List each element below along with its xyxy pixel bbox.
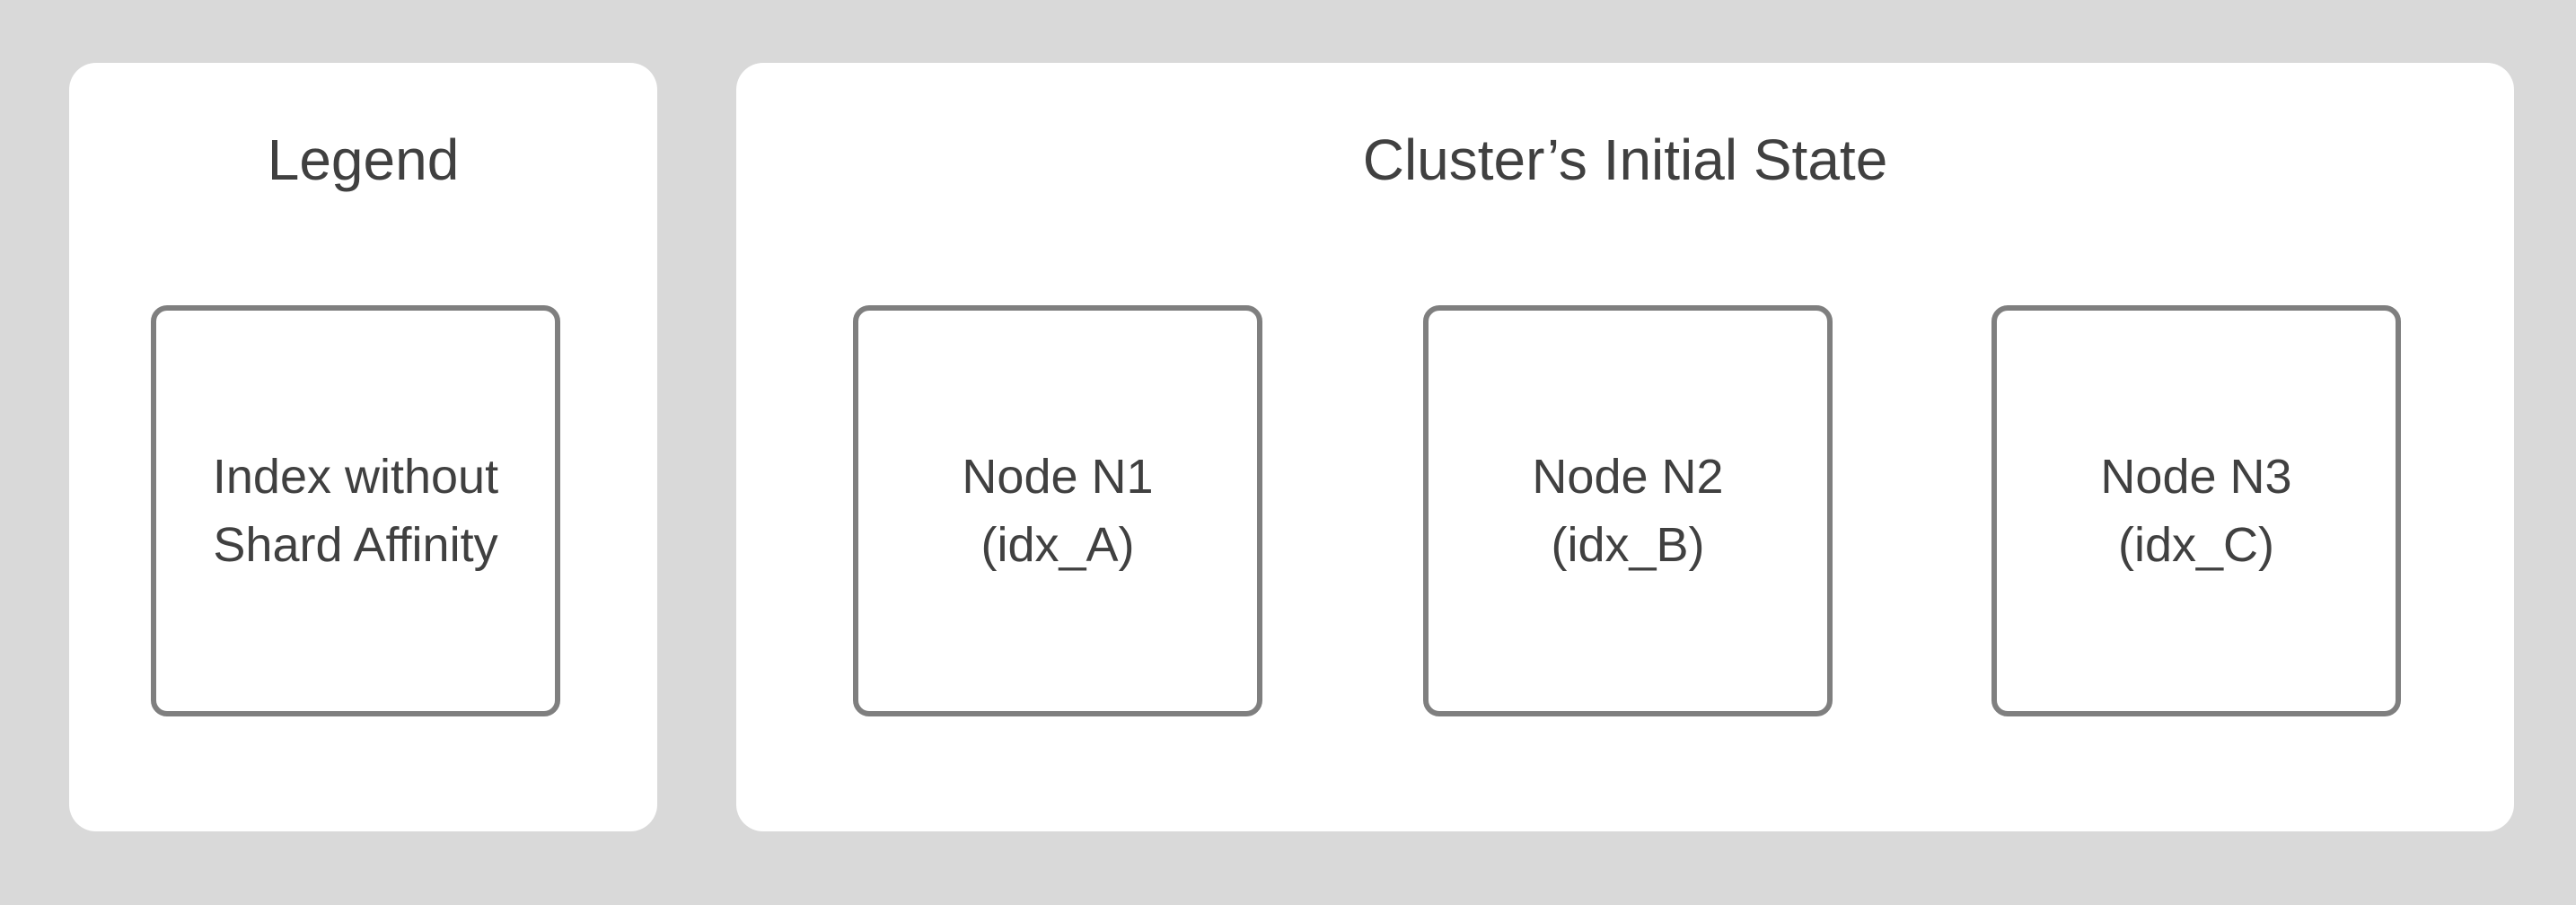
cluster-panel: Cluster’s Initial State Node N1 (idx_A) … (736, 63, 2514, 831)
legend-item-index-without-affinity: Index without Shard Affinity (151, 305, 560, 716)
node-name: Node N2 (1532, 450, 1724, 504)
legend-item-line2: Shard Affinity (213, 518, 498, 572)
node-n3: Node N3 (idx_C) (1991, 305, 2401, 716)
legend-item-line1: Index without (212, 450, 499, 504)
node-name: Node N1 (962, 450, 1154, 504)
legend-panel: Legend Index without Shard Affinity (69, 63, 657, 831)
node-name: Node N3 (2100, 450, 2292, 504)
node-index: (idx_C) (2117, 518, 2275, 572)
node-n1: Node N1 (idx_A) (853, 305, 1262, 716)
node-index: (idx_B) (1551, 518, 1705, 572)
node-index: (idx_A) (980, 518, 1135, 572)
node-n2: Node N2 (idx_B) (1423, 305, 1833, 716)
legend-title: Legend (267, 127, 460, 192)
cluster-title: Cluster’s Initial State (1362, 127, 1888, 192)
